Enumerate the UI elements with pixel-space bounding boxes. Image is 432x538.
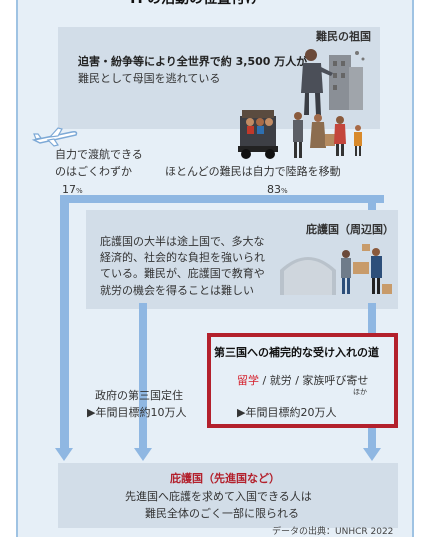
refugee-camp-illustration — [280, 244, 392, 295]
land-route-line: ほとんどの難民は自力で陸路を移動 — [165, 165, 341, 178]
page-title: TFの活動の位置付け — [128, 0, 259, 8]
complementary-arrow-top — [368, 303, 376, 333]
resettlement-line-2: ▶年間目標約10万人 — [87, 406, 187, 419]
origin-heading: 難民の祖国 — [316, 30, 371, 43]
other-pathways-label: / 就労 / 家族呼び寄せ — [259, 374, 369, 387]
developed-heading: 庇護国（先進国など） — [170, 472, 280, 485]
air-route-arrow-head — [55, 448, 73, 461]
split-arrow-bar — [60, 195, 384, 203]
complementary-heading: 第三国への補完的な受け入れの道 — [214, 346, 379, 359]
land-percent-unit: % — [281, 187, 288, 195]
neighbor-line-1: 庇護国の大半は途上国で、多大な — [100, 235, 265, 248]
refugee-group-illustration — [238, 110, 362, 159]
developed-country-box — [58, 463, 398, 528]
neighbor-line-3: ている。難民が、庇護国で教育や — [100, 267, 265, 280]
air-route-line-2: のはごくわずか — [55, 165, 132, 178]
complementary-pathway-box — [207, 333, 398, 428]
origin-box — [58, 27, 380, 129]
land-route-percent: 83% — [267, 181, 288, 200]
origin-connector — [368, 195, 376, 211]
complementary-pathways: 留学 / 就労 / 家族呼び寄せ — [237, 372, 368, 389]
origin-line-2: 難民として母国を逃れている — [78, 72, 221, 85]
neighbor-line-4: 就労の機会を得ることは難しい — [100, 284, 254, 297]
developed-line-1: 先進国へ庇護を求めて入国できる人は — [125, 490, 312, 503]
resettlement-arrow — [139, 309, 147, 451]
resettlement-line-1: 政府の第三国定住 — [95, 389, 183, 402]
complementary-arrow-head — [363, 448, 381, 461]
neighbor-heading: 庇護国（周辺国） — [306, 223, 394, 236]
air-route-line-1: 自力で渡航できる — [55, 148, 143, 161]
source-credit: データの出典：UNHCR 2022 — [272, 527, 394, 537]
complementary-arrow-bottom — [368, 428, 376, 450]
resettlement-arrow-head — [134, 448, 152, 461]
air-route-percent: 17% — [62, 181, 83, 200]
resettlement-connector — [139, 303, 147, 311]
complementary-target: ▶年間目標約20万人 — [237, 406, 337, 419]
complementary-note: ほか — [353, 388, 367, 396]
airplane-icon — [31, 127, 78, 147]
origin-line-1: 迫害・紛争等により全世界で約 3,500 万人が — [78, 55, 308, 68]
air-route-arrow — [60, 195, 69, 448]
air-percent-value: 17 — [62, 183, 76, 196]
neighbor-line-2: 経済的、社会的な負担を強いられ — [100, 251, 265, 264]
study-abroad-label: 留学 — [237, 374, 259, 387]
land-percent-value: 83 — [267, 183, 281, 196]
air-percent-unit: % — [76, 187, 83, 195]
developed-line-2: 難民全体のごく一部に限られる — [145, 507, 299, 520]
displaced-man-illustration — [301, 49, 365, 115]
